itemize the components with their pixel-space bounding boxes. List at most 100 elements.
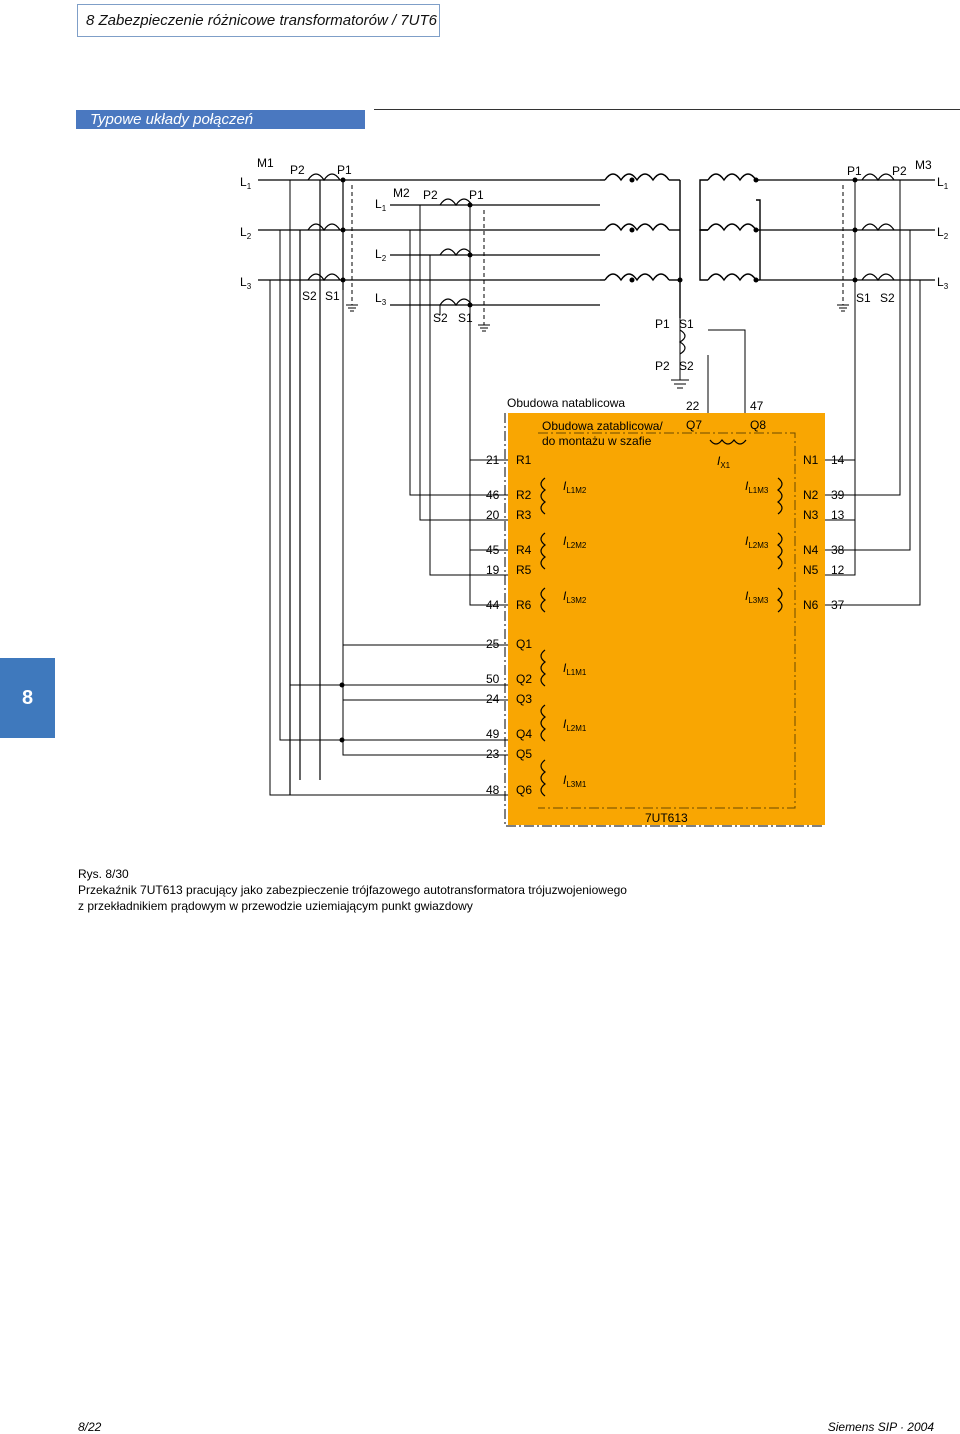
header-box: 8 Zabezpieczenie różnicowe transformator…: [77, 4, 440, 37]
pin-num: 45: [486, 543, 500, 557]
caption-line-1: Przekaźnik 7UT613 pracujący jako zabezpi…: [78, 883, 627, 897]
enclosure-inner-label-1: Obudowa zatablicowa/: [542, 419, 663, 433]
label-m2-s2: S2: [433, 311, 448, 325]
pin-q8-name: Q8: [750, 418, 766, 432]
label-line-l3-left: L3: [240, 275, 252, 291]
chapter-tab[interactable]: 8: [0, 658, 55, 738]
ct-group-m3: [861, 173, 895, 282]
label-m3-s2: S2: [880, 291, 895, 305]
pin-name: Q1: [516, 637, 532, 651]
pin-name: N3: [803, 508, 819, 522]
input-label-il2m3: IL2M3: [745, 534, 769, 550]
ct-group-m2: [439, 198, 473, 307]
pin-name: Q6: [516, 783, 532, 797]
label-line-l3-mid: L3: [375, 291, 387, 307]
device-name-label: 7UT613: [645, 811, 688, 825]
bus-lines: [258, 179, 935, 306]
input-label-il3m2: IL3M2: [563, 589, 587, 605]
pin-num: 24: [486, 692, 500, 706]
label-n-p2: P2: [655, 359, 670, 373]
label-line-l1-right: L1: [937, 175, 949, 191]
pin-num: 49: [486, 727, 500, 741]
pin-name: N6: [803, 598, 819, 612]
pin-22-num: 22: [686, 399, 700, 413]
ground-leads: [351, 185, 844, 325]
input-label-il1m2: IL1M2: [563, 479, 587, 495]
pin-name: Q3: [516, 692, 532, 706]
label-m2-s1: S1: [458, 311, 473, 325]
input-label-il2m1: IL2M1: [563, 717, 587, 733]
enclosure-inner-label-2: do montażu w szafie: [542, 434, 652, 448]
pin-num: 37: [831, 598, 845, 612]
section-divider: [374, 109, 960, 110]
label-line-l1-left: L1: [240, 175, 252, 191]
label-line-l2-right: L2: [937, 225, 949, 241]
input-label-il1m3: IL1M3: [745, 479, 769, 495]
pin-name: N4: [803, 543, 819, 557]
pin-name: R2: [516, 488, 532, 502]
inner-enclosure-outline: [538, 432, 796, 809]
label-m3-p2: P2: [892, 164, 907, 178]
chapter-tab-number: 8: [21, 687, 34, 709]
pin-num: 19: [486, 563, 500, 577]
pin-47-num: 47: [750, 399, 764, 413]
pin-num: 46: [486, 488, 500, 502]
pin-name: R5: [516, 563, 532, 577]
input-label-il1m1: IL1M1: [563, 661, 587, 677]
label-line-l3-right: L3: [937, 275, 949, 291]
label-m3: M3: [915, 158, 932, 172]
ct-wiring: [269, 179, 921, 796]
label-m2-p2: P2: [423, 188, 438, 202]
pin-num: 20: [486, 508, 500, 522]
pin-num: 48: [486, 783, 500, 797]
page-header-title: 8 Zabezpieczenie różnicowe transformator…: [86, 12, 437, 29]
label-line-l1-mid: L1: [375, 197, 387, 213]
label-m1-p2: P2: [290, 163, 305, 177]
label-line-l2-left: L2: [240, 225, 252, 241]
relay-input-coils: [540, 439, 783, 797]
pin-num: 50: [486, 672, 500, 686]
label-n-p1: P1: [655, 317, 670, 331]
label-n-s2: S2: [679, 359, 694, 373]
label-m2: M2: [393, 186, 410, 200]
ct-group-m1: [289, 173, 344, 795]
caption-ref: Rys. 8/30: [78, 867, 129, 881]
pin-name: N5: [803, 563, 819, 577]
input-label-il3m1: IL3M1: [563, 773, 587, 789]
section-bar: Typowe układy połączeń: [76, 110, 365, 129]
ground-symbols: [346, 304, 849, 389]
enclosure-outer-label: Obudowa natablicowa: [507, 396, 625, 410]
label-m1-s2: S2: [302, 289, 317, 303]
pin-name: Q2: [516, 672, 532, 686]
caption-line-2: z przekładnikiem prądowym w przewodzie u…: [78, 899, 473, 913]
label-m3-p1: P1: [847, 164, 862, 178]
pin-num: 44: [486, 598, 500, 612]
label-m1-p1: P1: [337, 163, 352, 177]
pin-name: R1: [516, 453, 532, 467]
relay-body: [508, 413, 825, 825]
pin-name: N2: [803, 488, 819, 502]
pin-num: 23: [486, 747, 500, 761]
autotransformer-windings: [600, 173, 761, 318]
pin-num: 21: [486, 453, 500, 467]
pin-name: N1: [803, 453, 819, 467]
pin-num: 14: [831, 453, 845, 467]
junction-dots: [339, 177, 858, 743]
pin-num: 12: [831, 563, 845, 577]
label-line-l2-mid: L2: [375, 247, 387, 263]
pin-num: 39: [831, 488, 845, 502]
pin-name: R4: [516, 543, 532, 557]
input-label-il2m2: IL2M2: [563, 534, 587, 550]
wiring-diagram: L1 L2 L3 L1 L2 L3 L1 L2 L3 M1 M2 M3 P2 P…: [240, 156, 949, 827]
pin-num: 38: [831, 543, 845, 557]
label-m3-s1: S1: [856, 291, 871, 305]
footer-publisher: Siemens SIP · 2004: [827, 1420, 934, 1434]
figure-caption: Rys. 8/30 Przekaźnik 7UT613 pracujący ja…: [78, 866, 938, 914]
label-m2-p1: P1: [469, 188, 484, 202]
pin-num: 13: [831, 508, 845, 522]
pin-name: Q4: [516, 727, 532, 741]
label-m1: M1: [257, 156, 274, 170]
label-m1-s1: S1: [325, 289, 340, 303]
pin-name: R3: [516, 508, 532, 522]
footer-page-number: 8/22: [78, 1420, 102, 1434]
